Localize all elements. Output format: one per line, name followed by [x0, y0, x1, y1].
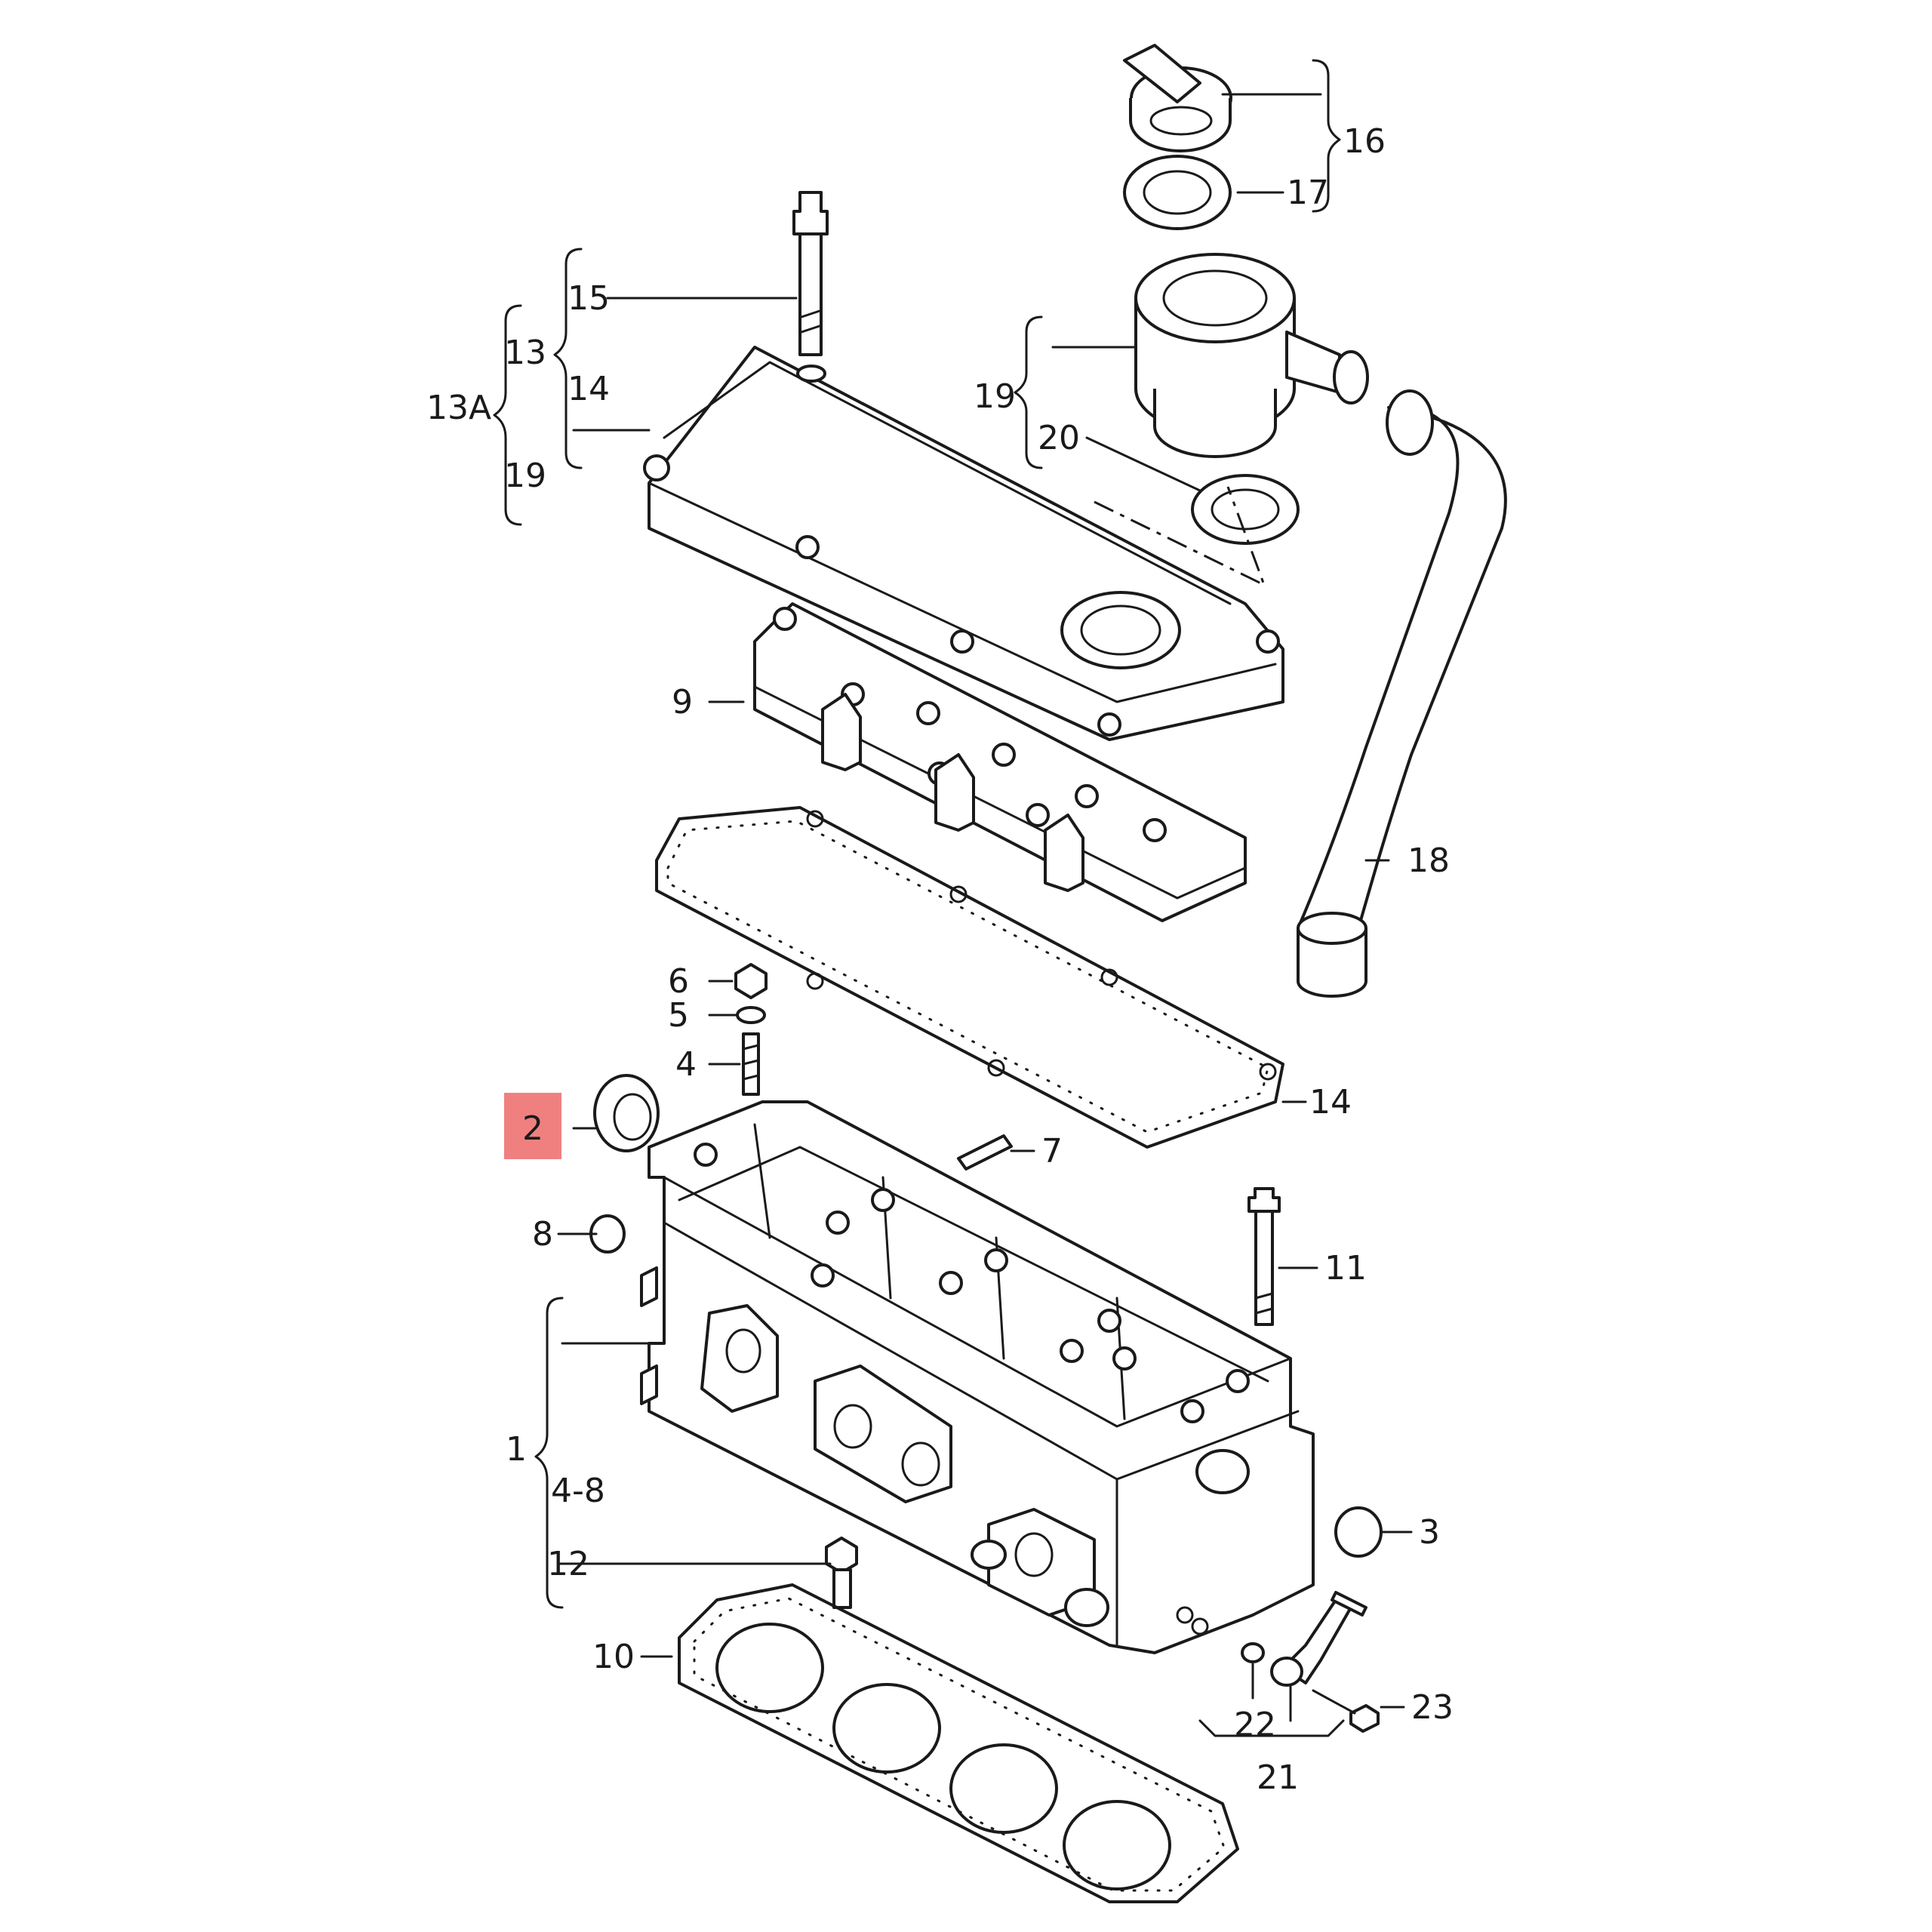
stud-7	[957, 1134, 1013, 1171]
callout-2: 2	[522, 1109, 543, 1148]
head-gasket	[678, 1583, 1239, 1903]
oil-deflector	[753, 602, 1247, 922]
callout-1: 1	[506, 1430, 527, 1469]
callout-16: 16	[1343, 122, 1386, 161]
cylinder-head-cover	[643, 346, 1284, 741]
callout-12: 12	[547, 1545, 589, 1583]
cover-bolt	[792, 191, 829, 383]
cylinder-head	[640, 1100, 1315, 1654]
callout-11: 11	[1324, 1249, 1367, 1287]
cover-gasket	[655, 806, 1284, 1149]
callout-19-right: 19	[974, 377, 1016, 416]
callout-6: 6	[668, 962, 689, 1001]
callout-14-bottom: 14	[1309, 1083, 1352, 1121]
callout-15: 15	[568, 279, 610, 318]
stud-washer-nut	[734, 963, 768, 1096]
callout-17: 17	[1287, 174, 1329, 212]
callout-22: 22	[1234, 1706, 1276, 1744]
callout-13: 13	[504, 334, 546, 372]
temperature-sensor	[1241, 1591, 1380, 1733]
callout-23: 23	[1411, 1688, 1454, 1727]
callout-3: 3	[1419, 1513, 1440, 1552]
highlight-marker	[504, 1093, 561, 1159]
callout-20: 20	[1038, 419, 1080, 457]
callout-21: 21	[1257, 1758, 1299, 1797]
callout-13a: 13A	[426, 389, 491, 427]
callout-4: 4	[675, 1045, 697, 1084]
leader-lines	[493, 59, 1413, 1737]
bolt-12	[825, 1537, 858, 1609]
callout-5: 5	[668, 996, 689, 1035]
oil-filler-neck	[1134, 253, 1369, 458]
callout-9: 9	[672, 683, 693, 721]
callout-10: 10	[592, 1638, 635, 1676]
assembly-centerline	[1094, 486, 1266, 587]
callout-14-top: 14	[568, 370, 610, 408]
sealing-ring-17	[1123, 155, 1232, 230]
sealing-plug	[1334, 1506, 1383, 1558]
sealing-ring-20	[1191, 474, 1300, 545]
callout-8: 8	[532, 1215, 553, 1254]
oil-filler-cap	[1123, 44, 1232, 152]
seal-ring-2	[593, 1074, 660, 1152]
callout-19-left: 19	[504, 457, 546, 495]
cylinder-head-bolt	[1247, 1187, 1281, 1326]
callout-7: 7	[1041, 1132, 1063, 1171]
callout-18: 18	[1407, 841, 1450, 880]
breather-hose	[1297, 389, 1507, 998]
callout-4-8: 4-8	[551, 1472, 605, 1510]
callout-labels: 16 17 15 13 13A 14 19 19 20 9 18 6 5 4 1…	[426, 122, 1454, 1797]
